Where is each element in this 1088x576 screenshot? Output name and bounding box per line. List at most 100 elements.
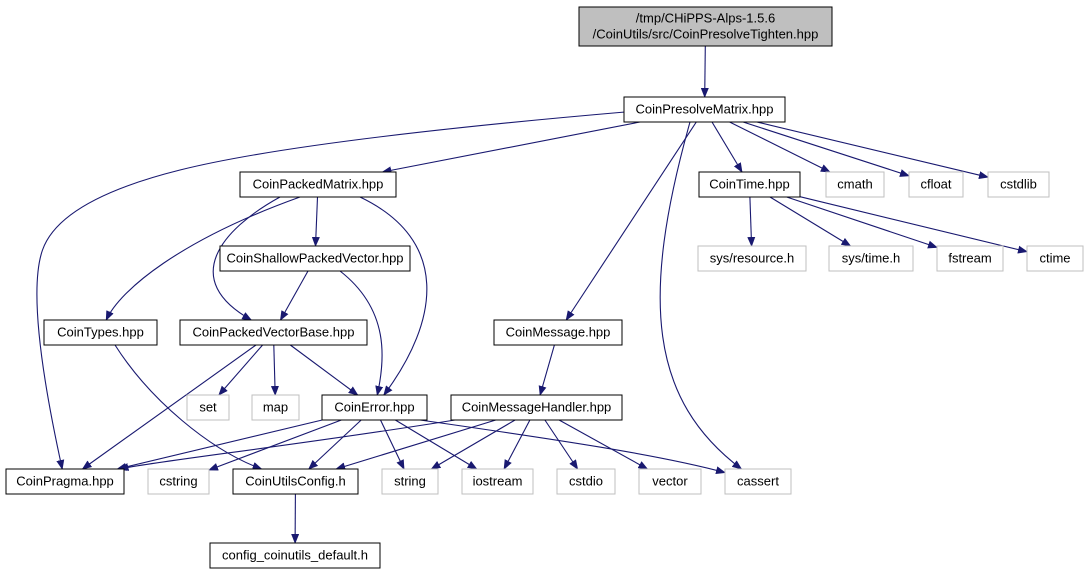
edge-vector_base-to-set <box>218 344 264 396</box>
edge-message_handler-to-pragma <box>118 419 456 471</box>
node-time-hpp[interactable]: CoinTime.hpp <box>698 171 801 198</box>
node-message[interactable]: CoinMessage.hpp <box>493 319 623 346</box>
edge-presolve_matrix-to-message <box>565 121 697 321</box>
node-label: CoinTime.hpp <box>709 177 789 192</box>
node-cmath: cmath <box>825 171 885 198</box>
node-presolve-matrix[interactable]: CoinPresolveMatrix.hpp <box>623 96 786 123</box>
edge-packed_matrix-to-vector_base <box>212 196 281 321</box>
node-label: CoinTypes.hpp <box>57 325 144 340</box>
node-label: string <box>394 474 426 489</box>
node-box <box>825 171 885 198</box>
edge-presolve_matrix-to-cstdlib <box>756 121 989 180</box>
node-label: fstream <box>948 251 991 266</box>
edge-packed_matrix-to-types <box>105 196 301 321</box>
edge-shallow_vector-to-error <box>339 270 384 396</box>
node-label: cassert <box>737 474 779 489</box>
node-box <box>251 394 300 421</box>
edge-packed_matrix-to-error <box>359 196 428 396</box>
node-fstream: fstream <box>936 245 1004 272</box>
node-label: set <box>199 400 217 415</box>
node-box <box>493 319 623 346</box>
node-box <box>908 171 964 198</box>
node-box <box>578 6 833 47</box>
node-label: CoinMessageHandler.hpp <box>462 400 612 415</box>
edge-time_hpp-to-sys_resource <box>747 196 756 247</box>
node-label: CoinPresolveMatrix.hpp <box>635 102 773 117</box>
node-label: iostream <box>473 474 523 489</box>
edge-presolve_matrix-to-cfloat <box>742 121 910 177</box>
node-box <box>232 468 359 495</box>
edge-message_handler-to-cstdio <box>544 419 579 470</box>
node-label: cfloat <box>920 177 951 192</box>
node-iostream: iostream <box>461 468 534 495</box>
node-utils-config[interactable]: CoinUtilsConfig.h <box>232 468 359 495</box>
edge-message_handler-to-string <box>430 419 516 470</box>
edge-message_handler-to-utils_config <box>335 419 496 471</box>
node-sys-resource: sys/resource.h <box>697 245 807 272</box>
node-vector: vector <box>638 468 702 495</box>
node-label: cstdio <box>569 474 603 489</box>
edge-vector_base-to-pragma <box>81 344 257 470</box>
edge-presolve_matrix-to-time_hpp <box>711 121 743 173</box>
node-cstdio: cstdio <box>556 468 616 495</box>
node-box <box>623 96 786 123</box>
node-label: vector <box>652 474 688 489</box>
node-box <box>179 319 368 346</box>
node-shallow-vector[interactable]: CoinShallowPackedVector.hpp <box>219 245 411 272</box>
node-error[interactable]: CoinError.hpp <box>321 394 428 421</box>
node-sys-time: sys/time.h <box>828 245 914 272</box>
edge-message-to-message_handler <box>538 344 555 396</box>
edge-error-to-pragma <box>116 419 323 471</box>
node-box <box>186 394 230 421</box>
node-box <box>697 245 807 272</box>
node-label: CoinUtilsConfig.h <box>245 474 345 489</box>
node-label: CoinPragma.hpp <box>16 474 114 489</box>
node-box <box>461 468 534 495</box>
node-label: /CoinUtils/src/CoinPresolveTighten.hpp <box>593 27 819 42</box>
edge-time_hpp-to-fstream <box>786 196 938 249</box>
node-box <box>381 468 439 495</box>
node-types[interactable]: CoinTypes.hpp <box>43 319 158 346</box>
edge-time_hpp-to-ctime <box>799 196 1028 254</box>
node-root[interactable]: /tmp/CHiPPS-Alps-1.5.6/CoinUtils/src/Coi… <box>578 6 833 47</box>
node-box <box>556 468 616 495</box>
node-message-handler[interactable]: CoinMessageHandler.hpp <box>450 394 623 421</box>
edge-presolve_matrix-to-cmath <box>729 121 831 173</box>
edge-presolve_matrix-to-cassert <box>659 121 743 470</box>
node-label: map <box>263 400 288 415</box>
node-box <box>724 468 792 495</box>
node-box <box>638 468 702 495</box>
node-box <box>209 542 381 569</box>
node-vector-base[interactable]: CoinPackedVectorBase.hpp <box>179 319 368 346</box>
node-pragma[interactable]: CoinPragma.hpp <box>5 468 125 495</box>
node-cstring: cstring <box>147 468 210 495</box>
node-box <box>147 468 210 495</box>
edge-presolve_matrix-to-packed_matrix <box>381 121 641 175</box>
node-label: CoinPackedVectorBase.hpp <box>193 325 355 340</box>
edge-types-to-utils_config <box>114 344 263 470</box>
node-label: sys/time.h <box>842 251 901 266</box>
node-label: CoinMessage.hpp <box>506 325 611 340</box>
edge-error-to-iostream <box>395 419 478 470</box>
node-box <box>239 171 397 198</box>
node-box <box>43 319 158 346</box>
node-label: sys/resource.h <box>710 251 795 266</box>
node-box <box>1026 245 1084 272</box>
edge-root-to-presolve_matrix <box>700 45 709 98</box>
node-set: set <box>186 394 230 421</box>
edge-error-to-cstring <box>208 419 342 471</box>
edge-error-to-string <box>380 419 405 470</box>
edge-message_handler-to-iostream <box>503 419 531 470</box>
node-packed-matrix[interactable]: CoinPackedMatrix.hpp <box>239 171 397 198</box>
node-label: CoinPackedMatrix.hpp <box>253 177 384 192</box>
edge-message_handler-to-vector <box>558 419 649 470</box>
edge-vector_base-to-error <box>289 344 359 396</box>
node-box <box>828 245 914 272</box>
node-map: map <box>251 394 300 421</box>
node-cstdlib: cstdlib <box>987 171 1050 198</box>
node-label: cstring <box>159 474 197 489</box>
node-box <box>321 394 428 421</box>
node-config-default[interactable]: config_coinutils_default.h <box>209 542 381 569</box>
node-box <box>5 468 125 495</box>
